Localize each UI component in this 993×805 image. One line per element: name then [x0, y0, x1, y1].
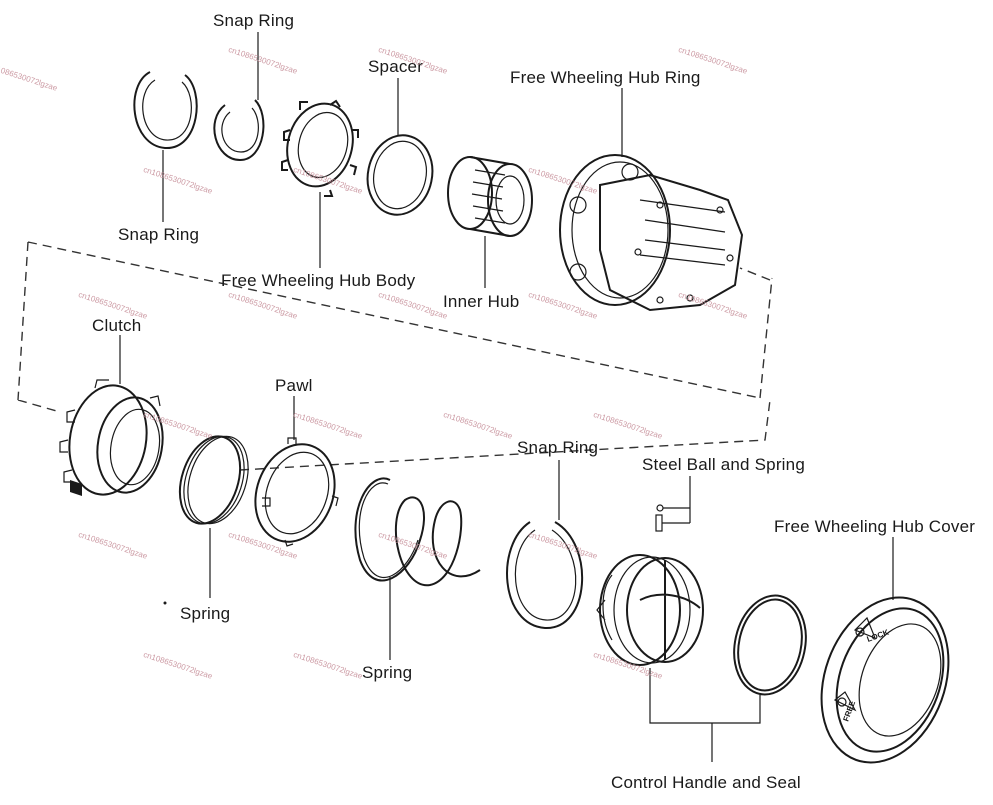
label-snap-ring-lower: Snap Ring	[517, 438, 599, 457]
inner-hub-part	[447, 156, 533, 237]
label-inner-hub: Inner Hub	[443, 292, 520, 311]
label-steel-ball-spring: Steel Ball and Spring	[642, 455, 805, 474]
label-spring-middle: Spring	[362, 663, 413, 682]
label-clutch: Clutch	[92, 316, 142, 335]
hub-ring-part	[559, 154, 744, 312]
label-spring-left: Spring	[180, 604, 231, 623]
stray-dot	[163, 601, 167, 605]
seal-part	[733, 594, 807, 696]
snap-ring-small	[213, 99, 265, 162]
cover-lock-marking: LOCK	[866, 628, 891, 644]
cover-free-marking: FREE	[841, 699, 857, 723]
hub-cover-part	[820, 596, 950, 764]
spacer-part	[366, 134, 434, 216]
spring-helical-part	[354, 477, 481, 587]
label-spacer: Spacer	[368, 57, 424, 76]
leader-control-handle	[649, 668, 761, 762]
label-hub-cover: Free Wheeling Hub Cover	[774, 517, 976, 536]
label-hub-ring: Free Wheeling Hub Ring	[510, 68, 701, 87]
label-snap-ring-left: Snap Ring	[118, 225, 200, 244]
group-boundary	[17, 241, 773, 471]
label-pawl: Pawl	[275, 376, 313, 395]
pawl-part	[254, 437, 339, 547]
spring-coil-part	[178, 435, 249, 525]
control-handle-part	[596, 554, 704, 666]
steel-ball-spring-part	[655, 476, 691, 532]
label-control-handle-seal: Control Handle and Seal	[611, 773, 801, 792]
clutch-part	[59, 379, 164, 496]
snap-ring-lower	[506, 521, 584, 630]
label-hub-body: Free Wheeling Hub Body	[221, 271, 416, 290]
hub-body-part	[281, 99, 359, 197]
snap-ring-large	[133, 71, 198, 150]
label-snap-ring-top: Snap Ring	[213, 11, 295, 30]
